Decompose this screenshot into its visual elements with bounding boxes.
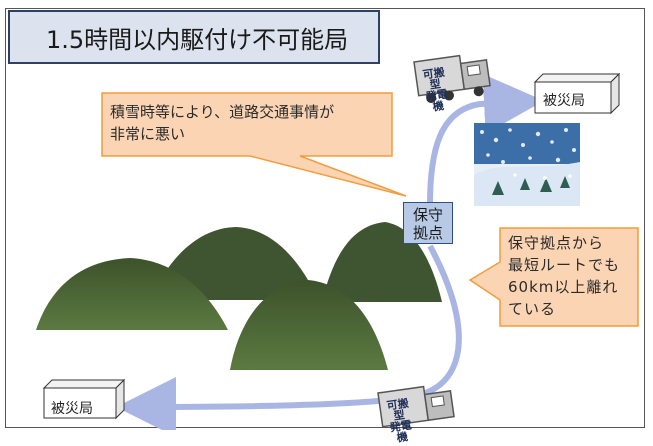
callout-snow-condition-bubble <box>101 92 407 197</box>
callout-distance-bubble <box>468 227 639 327</box>
mountain-icon <box>36 222 442 370</box>
disaster-station-box-upper <box>533 72 621 115</box>
diagram-scene <box>36 54 639 430</box>
disaster-station-label-upper: 被災局 <box>543 93 585 109</box>
callout-distance-line4: ている <box>508 300 557 318</box>
disaster-station-box-lower <box>42 378 126 420</box>
callout-distance-line3: 60km以上離れ <box>508 278 619 296</box>
snow-scene-icon <box>474 123 580 206</box>
callout-snow-line1: 積雪時等により、道路交通事情が <box>110 103 335 121</box>
truck-label-line2: 発電機 <box>424 87 449 114</box>
callout-snow-line2: 非常に悪い <box>110 125 186 143</box>
maintenance-base-box: 保守 拠点 <box>403 202 453 244</box>
truck-label-line2: 発電機 <box>388 418 413 445</box>
route-to-upper-station <box>427 73 544 206</box>
truck-icon <box>413 54 491 103</box>
truck-icon <box>377 385 455 428</box>
maintenance-base-line1: 保守 <box>412 206 443 224</box>
truck-label-upper: 可搬型 発電機 <box>417 66 455 114</box>
maintenance-base-line2: 拠点 <box>412 224 443 242</box>
callout-distance-line1: 保守拠点から <box>508 234 605 252</box>
page-title: 1.5時間以内駆付け不可能局 <box>8 10 380 64</box>
disaster-station-label-lower: 被災局 <box>51 401 93 417</box>
callout-distance: 保守拠点から 最短ルートでも 60km以上離れ ている <box>508 232 636 320</box>
callout-snow-condition: 積雪時等により、道路交通事情が 非常に悪い <box>110 101 400 145</box>
truck-label-lower: 可搬型 発電機 <box>381 397 419 445</box>
callout-distance-line2: 最短ルートでも <box>508 256 621 274</box>
